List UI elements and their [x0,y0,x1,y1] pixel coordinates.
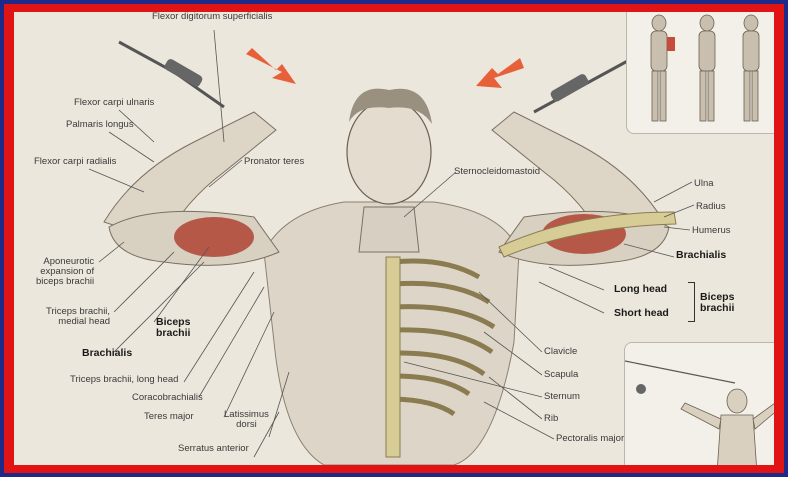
inset-cable-crossover-view [624,342,774,465]
label-coracobrachialis: Coracobrachialis [132,393,203,403]
label-brachialis-left: Brachialis [82,348,132,359]
label-ulna: Ulna [694,179,714,189]
label-flexor-carpi-ulnaris: Flexor carpi ulnaris [74,98,154,108]
label-pectoralis-major: Pectoralis major [556,434,624,444]
label-biceps-brachii-right: Biceps brachii [700,292,734,314]
label-teres-major: Teres major [144,412,194,422]
left-arrow-icon [246,48,296,84]
label-flexor-carpi-radialis: Flexor carpi radialis [34,157,116,167]
label-clavicle: Clavicle [544,347,577,357]
label-radius: Radius [696,202,726,212]
label-latissimus-dorsi: Latissimus dorsi [224,410,269,430]
anatomy-plate: Flexor digitorum superficialis Flexor ca… [14,12,774,465]
label-brachialis-right: Brachialis [676,250,726,261]
label-aponeurotic-expansion: Aponeurotic expansion of biceps brachii [36,257,94,287]
label-sternocleidomastoid: Sternocleidomastoid [454,167,540,177]
biceps-bracket [688,282,695,322]
label-long-head: Long head [614,284,667,295]
label-triceps-long-head: Triceps brachii, long head [70,375,178,385]
label-triceps-medial-head: Triceps brachii, medial head [46,307,110,327]
outer-red-frame: Flexor digitorum superficialis Flexor ca… [4,4,784,473]
right-arrow-icon [476,58,524,88]
label-rib: Rib [544,414,558,424]
label-serratus-anterior: Serratus anterior [178,444,249,454]
label-biceps-brachii-left: Biceps brachii [156,317,190,339]
label-pronator-teres: Pronator teres [244,157,304,167]
label-flexor-digitorum: Flexor digitorum superficialis [152,12,272,22]
label-sternum: Sternum [544,392,580,402]
label-palmaris-longus: Palmaris longus [66,120,134,130]
inset-full-body-views [626,12,774,134]
left-biceps-muscle [174,217,254,257]
label-humerus: Humerus [692,226,731,236]
sternum-bone [386,257,400,457]
label-scapula: Scapula [544,370,578,380]
label-short-head: Short head [614,308,669,319]
